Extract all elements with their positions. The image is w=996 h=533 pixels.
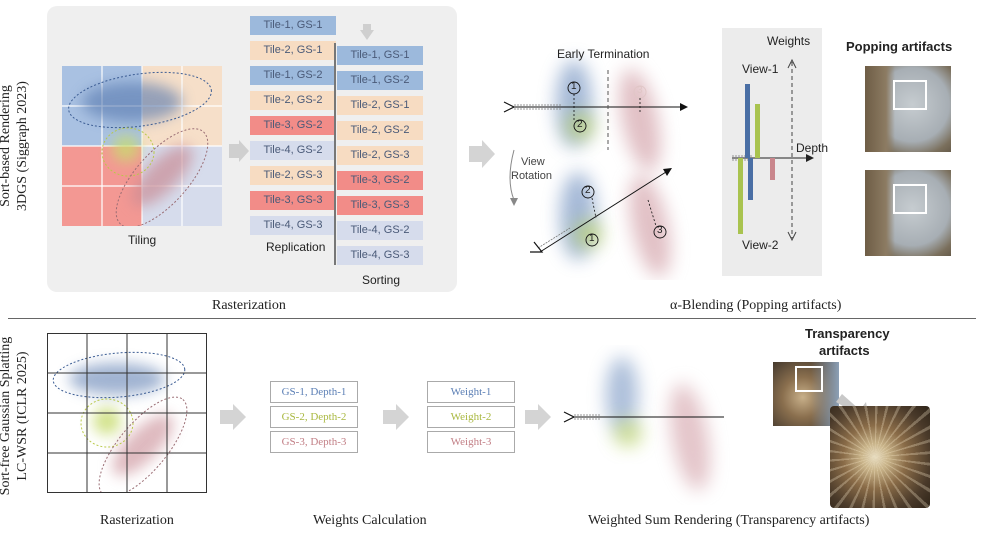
weighted-sum-label: Weighted Sum Rendering (Transparency art… [588,513,870,528]
gs-depth-box-2: GS-2, Depth-2 [270,406,358,428]
replication-list-item: Tile-3, GS-3 [250,191,336,210]
transparency-label-1: Transparency [805,326,890,341]
replication-list-item: Tile-2, GS-2 [250,91,336,110]
bottom-side-label-line2: LC-WSR (ICLR 2025) [15,351,30,481]
popping-artifacts-label: Popping artifacts [846,39,953,54]
popping-highlight-box-2 [893,184,927,214]
gaussian-1 [82,82,182,122]
replication-label: Replication [266,240,326,254]
replication-list-item: Tile-2, GS-1 [250,41,336,60]
view-rotation-label-2: Rotation [511,170,552,182]
circle-label-3b: 3 [657,225,663,236]
arrow-right-icon [229,140,249,162]
bar-view1-blue [745,84,750,158]
sorting-list-item: Tile-2, GS-3 [337,146,423,165]
alpha-blending-label: α-Blending (Popping artifacts) [670,298,842,313]
rasterization-label-top: Rasterization [212,298,286,313]
replication-list-item: Tile-4, GS-2 [250,141,336,160]
bar-view2-pink [770,158,775,180]
sorting-list-item: Tile-4, GS-2 [337,221,423,240]
bar-view1-green [755,104,760,158]
weighted-sum-diagram [563,357,724,491]
weights-axis-label: Weights [767,34,811,48]
transparency-image-large [830,406,930,508]
arrow-down-icon [360,24,374,40]
replication-list-item: Tile-4, GS-3 [250,216,336,235]
transparency-highlight-box [795,366,823,392]
view1-label: View-1 [742,62,779,76]
rasterization-label-bottom: Rasterization [100,513,174,528]
gaussian-3 [131,145,193,207]
transparency-label-2: artifacts [819,343,870,358]
sorting-list-item: Tile-1, GS-1 [337,46,423,65]
gs-depth-box-3: GS-3, Depth-3 [270,431,358,453]
tiling-label: Tiling [128,233,157,247]
sorting-list-item: Tile-4, GS-3 [337,246,423,265]
bottom-side-label: Sort-free Gaussian Splatting LC-WSR (ICL… [0,331,33,501]
gaussian-2 [112,134,140,162]
weight-box-1: Weight-1 [427,381,515,403]
view-rotation-label-1: View [521,156,545,168]
arrow-right-icon-3 [220,404,246,430]
sorting-list-item: Tile-2, GS-1 [337,96,423,115]
circle-label-1b: 1 [589,233,595,244]
bottom-side-label-line1: Sort-free Gaussian Splatting [0,336,13,496]
circle-label-2b: 2 [585,185,591,196]
alpha-blending-diagram [503,60,688,278]
depth-axis-label: Depth [796,141,829,155]
weight-box-3: Weight-3 [427,431,515,453]
replication-list-item: Tile-1, GS-2 [250,66,336,85]
replication-list-item: Tile-3, GS-2 [250,116,336,135]
circle-label-2a: 2 [577,119,583,130]
popping-image-2 [865,170,951,256]
transparency-image-small [773,362,839,426]
weights-chart-panel [722,28,822,276]
bottom-tiling-grid [47,333,207,493]
sorting-list-item: Tile-2, GS-2 [337,121,423,140]
weights-calculation-label: Weights Calculation [313,513,427,528]
replication-list-item: Tile-2, GS-3 [250,166,336,185]
bar-view2-green [738,158,743,234]
replication-list-item: Tile-1, GS-1 [250,16,336,35]
early-termination-label: Early Termination [557,47,650,61]
sorting-label: Sorting [362,273,401,287]
circle-label-1a: 1 [571,81,577,92]
arrow-right-icon-5 [525,404,551,430]
bar-view2-blue [748,158,753,200]
top-side-label-line2: 3DGS (Siggraph 2023) [15,81,30,211]
sorting-list-item: Tile-3, GS-3 [337,196,423,215]
top-side-label-line1: Sort-based Rendering [0,85,13,207]
tiling-grid [62,66,222,226]
weight-box-2: Weight-2 [427,406,515,428]
arrow-right-icon-2 [469,140,495,168]
gs-depth-box-1: GS-1, Depth-1 [270,381,358,403]
section-divider [8,318,976,319]
top-side-label: Sort-based Rendering 3DGS (Siggraph 2023… [0,61,33,231]
popping-highlight-box-1 [893,80,927,110]
arrow-right-icon-4 [383,404,409,430]
weights-chart [732,58,814,242]
popping-image-1 [865,66,951,152]
sorting-list-item: Tile-1, GS-2 [337,71,423,90]
sorting-list-outline [334,43,428,265]
circle-label-3a: 3 [637,85,643,96]
sorting-list-item: Tile-3, GS-2 [337,171,423,190]
view2-label: View-2 [742,238,779,252]
